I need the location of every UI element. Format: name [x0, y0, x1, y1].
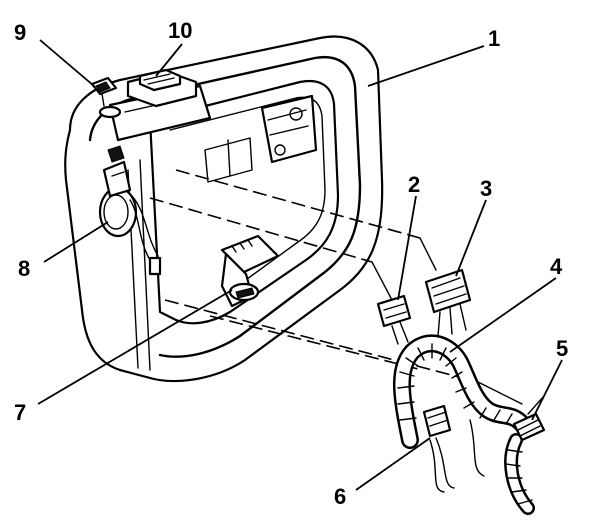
connector-3: [424, 268, 472, 337]
connector-2: [376, 294, 412, 345]
callout-3: 3: [480, 176, 492, 201]
callout-8: 8: [18, 256, 30, 281]
callout-5: 5: [556, 336, 568, 361]
top-module-component: [126, 68, 198, 108]
knob-component: [90, 76, 122, 119]
leader-lines: [37, 39, 563, 491]
callout-6: 6: [334, 484, 346, 509]
inline-connector-6: [422, 404, 452, 438]
callout-1: 1: [488, 26, 500, 51]
mirror-housing: [64, 35, 384, 383]
callout-4: 4: [550, 254, 563, 279]
wire-harness: [393, 334, 535, 515]
callout-10: 10: [168, 18, 192, 43]
housing-connector: [220, 234, 280, 308]
callout-9: 9: [14, 20, 26, 45]
motor-component: [98, 145, 162, 276]
callout-7: 7: [14, 400, 26, 425]
callout-2: 2: [408, 172, 420, 197]
callout-labels: 1 2 3 4 5 6 7 8 9 10: [14, 18, 568, 509]
end-connector-5: [512, 395, 546, 442]
alignment-lines: [149, 169, 523, 405]
